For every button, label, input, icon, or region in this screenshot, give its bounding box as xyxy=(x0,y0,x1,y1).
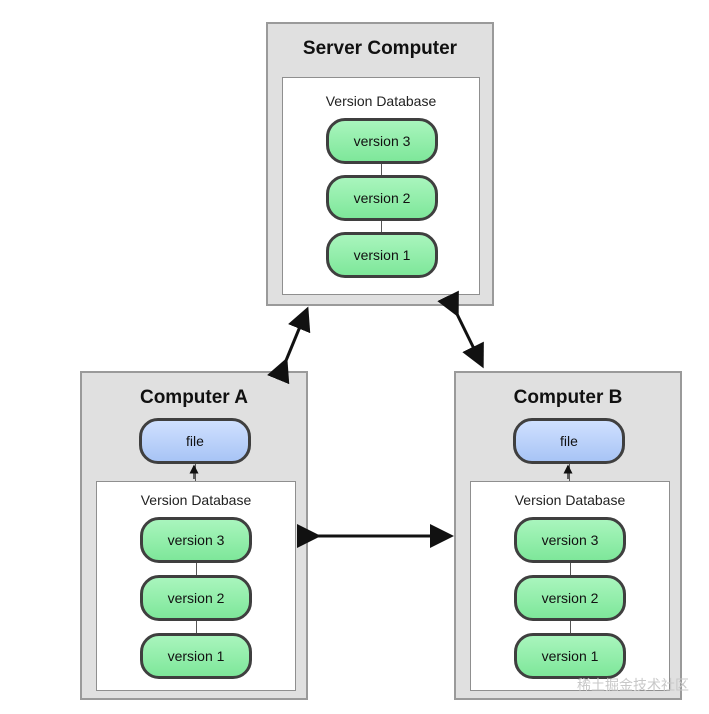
computer-a-version-database: Version Database version 3 version 2 ver… xyxy=(96,481,296,691)
arrow-server-computer-b xyxy=(437,290,484,369)
computer-a: Computer A file Version Database version… xyxy=(80,371,308,700)
arrow-server-computer-a xyxy=(267,306,311,385)
server-computer-title: Server Computer xyxy=(302,38,458,59)
watermark: 稀土掘金技术社区 xyxy=(577,677,689,693)
computer-b: Computer B file Version Database version… xyxy=(454,371,682,700)
server-version-1: version 1 xyxy=(326,232,438,278)
computer-a-version-1: version 1 xyxy=(140,633,252,679)
computer-a-title: Computer A xyxy=(139,387,249,408)
computer-a-version-2: version 2 xyxy=(140,575,252,621)
computer-b-file: file xyxy=(513,418,625,464)
server-computer: Server Computer Version Database version… xyxy=(266,22,494,306)
server-version-database: Version Database version 3 version 2 ver… xyxy=(282,77,480,295)
computer-b-title: Computer B xyxy=(513,387,623,408)
server-db-label: Version Database xyxy=(325,93,437,109)
computer-b-version-3: version 3 xyxy=(514,517,626,563)
computer-b-version-2: version 2 xyxy=(514,575,626,621)
computer-a-file: file xyxy=(139,418,251,464)
computer-b-version-database: Version Database version 3 version 2 ver… xyxy=(470,481,670,691)
computer-b-db-label: Version Database xyxy=(514,492,626,508)
computer-b-version-1: version 1 xyxy=(514,633,626,679)
computer-a-version-3: version 3 xyxy=(140,517,252,563)
server-version-2: version 2 xyxy=(326,175,438,221)
server-version-3: version 3 xyxy=(326,118,438,164)
computer-a-db-label: Version Database xyxy=(140,492,252,508)
